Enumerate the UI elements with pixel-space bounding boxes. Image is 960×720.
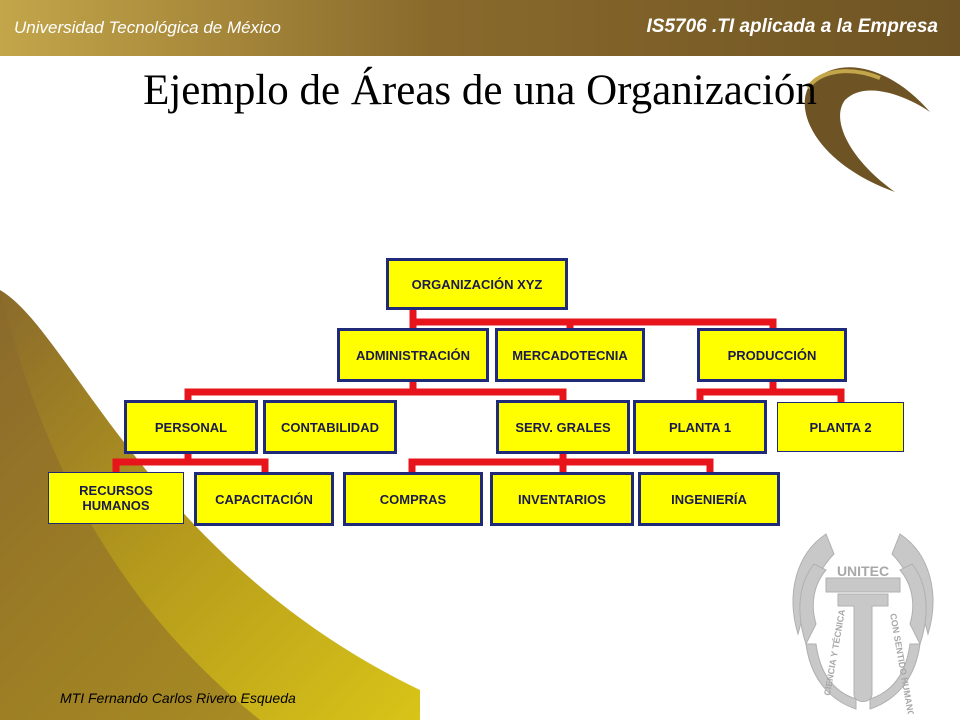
org-node-recursos-humanos: RECURSOS HUMANOS	[48, 472, 184, 524]
org-node-inventarios: INVENTARIOS	[490, 472, 634, 526]
org-node-compras: COMPRAS	[343, 472, 483, 526]
slide-title: Ejemplo de Áreas de una Organización	[143, 67, 817, 114]
course-title: IS5706 .TI aplicada a la Empresa	[646, 16, 939, 37]
org-node-serv-grales: SERV. GRALES	[496, 400, 630, 454]
logo-wordmark: UNITEC	[837, 563, 889, 579]
org-node-planta-2: PLANTA 2	[777, 402, 904, 452]
org-node-capacitacion: CAPACITACIÓN	[194, 472, 334, 526]
org-node-mercadotecnia: MERCADOTECNIA	[495, 328, 645, 382]
org-node-produccion: PRODUCCIÓN	[697, 328, 847, 382]
org-node-root: ORGANIZACIÓN XYZ	[386, 258, 568, 310]
org-node-personal: PERSONAL	[124, 400, 258, 454]
org-node-administracion: ADMINISTRACIÓN	[337, 328, 489, 382]
org-node-ingenieria: INGENIERÍA	[638, 472, 780, 526]
university-name: Universidad Tecnológica de México	[14, 18, 281, 37]
org-node-planta-1: PLANTA 1	[633, 400, 767, 454]
logo-motto-left: CIENCIA Y TÉCNICA	[822, 608, 847, 696]
author-footer: MTI Fernando Carlos Rivero Esqueda	[60, 690, 296, 706]
org-node-contabilidad: CONTABILIDAD	[263, 400, 397, 454]
unitec-seal-logo: UNITEC CIENCIA Y TÉCNICA CON SENTIDO HUM…	[792, 533, 934, 714]
